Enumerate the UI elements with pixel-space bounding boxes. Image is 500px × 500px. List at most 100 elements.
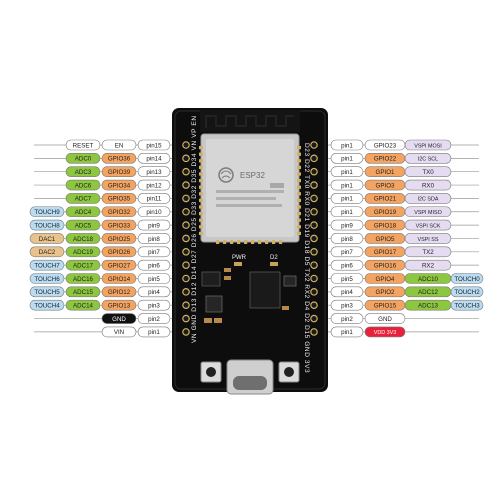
pin-label-pill — [65, 273, 101, 284]
smd-component — [282, 306, 289, 310]
pin-label-text: ADC0 — [75, 156, 92, 163]
right-pin-label-vspi-sck: VSPI SCK — [404, 219, 452, 231]
pin-label-text: GPIO36 — [108, 156, 131, 163]
pin-label-pill — [330, 299, 364, 311]
left-pin-label-pin15: pin15 — [137, 139, 171, 151]
right-pin-label-pin5: pin5 — [330, 273, 364, 284]
pin-label-pill — [65, 153, 101, 164]
left-pin-label-gpio34: GPIO34 — [101, 179, 137, 191]
pin-label-text: ADC13 — [418, 303, 439, 310]
pin-label-pill — [101, 153, 137, 164]
pin-label-pill — [65, 166, 101, 177]
pin-label-text: ADC5 — [75, 222, 92, 229]
right-pin-label-vdd-3v3: VDD 3V3 — [364, 326, 406, 338]
left-pin-label-pin13: pin13 — [137, 166, 171, 177]
pin-label-text: pin1 — [341, 156, 353, 163]
pin-label-text: GPIO16 — [374, 262, 397, 269]
en-button-cap — [206, 367, 216, 377]
left-pin-label-pin12: pin12 — [137, 179, 171, 191]
right-pin-label-gpio18: GPIO18 — [364, 219, 406, 231]
right-pin-label-pin9: pin9 — [330, 219, 364, 231]
left-pin-label-adc18: ADC18 — [65, 233, 101, 244]
pin-label-text: GPIO4 — [376, 276, 395, 283]
right-pin-label-adc13: ADC13 — [404, 299, 452, 311]
pin-label-text: TOUCH2 — [454, 289, 480, 296]
right-pin-label-pin7: pin7 — [330, 246, 364, 258]
pin-label-pill — [137, 166, 171, 177]
pin-label-pill — [29, 233, 65, 244]
pin-label-pill — [101, 139, 137, 151]
left-pin-label-dac2: DAC2 — [29, 246, 65, 258]
right-pin-label-pin2: pin2 — [330, 313, 364, 324]
pin-label-text: GPIO27 — [108, 262, 131, 269]
left-pin-label-gnd: GND — [101, 313, 137, 324]
module-pad — [297, 172, 301, 176]
pin-label-text: EN — [115, 142, 124, 149]
pin-label-pill — [29, 219, 65, 231]
pin-label-text: pin8 — [148, 236, 160, 243]
left-pin-label-adc3: ADC3 — [65, 166, 101, 177]
left-pin-label-gpio14: GPIO14 — [101, 273, 137, 284]
module-fine-print — [216, 197, 276, 200]
pin-label-text: DAC2 — [39, 249, 56, 256]
pin-label-pill — [404, 166, 452, 177]
right-pin-label-gpio5: GPIO5 — [364, 233, 406, 244]
left-pin-label-gpio32: GPIO32 — [101, 206, 137, 218]
right-pin-label-pin1: pin1 — [330, 166, 364, 177]
left-pin-label-touch5: TOUCH5 — [29, 286, 65, 298]
smd-component — [224, 268, 231, 272]
pin-label-pill — [364, 313, 406, 324]
module-pad — [258, 240, 262, 244]
pin-label-pill — [404, 193, 452, 204]
pin-label-pill — [137, 326, 171, 338]
pin-label-pill — [404, 139, 452, 151]
module-pad — [297, 159, 301, 163]
left-pin-label-pin5: pin5 — [137, 273, 171, 284]
pin-label-text: GPIO23 — [374, 142, 397, 149]
header-hole — [182, 154, 190, 163]
pin-label-pill — [137, 233, 171, 244]
pin-label-text: GPIO22 — [374, 156, 397, 163]
header-hole — [182, 274, 190, 283]
pin-label-pill — [101, 193, 137, 204]
right-pin-label-gpio22: GPIO22 — [364, 153, 406, 164]
left-pin-label-touch7: TOUCH7 — [29, 259, 65, 271]
left-pin-label-pin1: pin1 — [137, 326, 171, 338]
pin-label-pill — [101, 166, 137, 177]
module-pad — [199, 212, 203, 216]
smd-component — [204, 318, 212, 323]
pin-label-text: GPIO2 — [376, 289, 395, 296]
pin-label-text: GPIO39 — [108, 169, 131, 176]
pin-label-pill — [29, 286, 65, 298]
pin-label-text: VDD 3V3 — [374, 330, 396, 336]
module-pad — [297, 152, 301, 156]
pin-label-text: pin11 — [147, 196, 162, 203]
pin-label-text: GPIO19 — [374, 209, 397, 216]
header-hole — [310, 234, 318, 243]
right-pin-label-pin1: pin1 — [330, 326, 364, 338]
pin-label-pill — [330, 273, 364, 284]
pin-label-text: pin1 — [341, 142, 353, 149]
pin-label-text: ADC17 — [73, 262, 94, 269]
pin-label-text: pin4 — [148, 289, 160, 296]
header-hole — [310, 328, 318, 336]
pin-label-text: GPIO1 — [376, 169, 395, 176]
header-holes — [182, 141, 318, 336]
pin-label-pill — [65, 286, 101, 298]
pin-label-text: ADC10 — [418, 276, 439, 283]
pin-label-pill — [101, 246, 137, 258]
header-hole — [182, 141, 190, 149]
pin-label-pill — [137, 259, 171, 271]
right-pin-label-pin1: pin1 — [330, 179, 364, 191]
smd-component — [224, 276, 231, 280]
left-pin-label-adc6: ADC6 — [65, 179, 101, 191]
module-pad — [199, 159, 203, 163]
pin-label-text: VIN — [114, 329, 124, 336]
pin-label-pill — [101, 179, 137, 191]
pin-label-text: DAC1 — [39, 236, 56, 243]
left-pin-label-gpio35: GPIO35 — [101, 193, 137, 204]
pin-label-text: RX0 — [422, 182, 435, 189]
pin-label-pill — [450, 299, 484, 311]
left-pin-label-pin8: pin8 — [137, 233, 171, 244]
